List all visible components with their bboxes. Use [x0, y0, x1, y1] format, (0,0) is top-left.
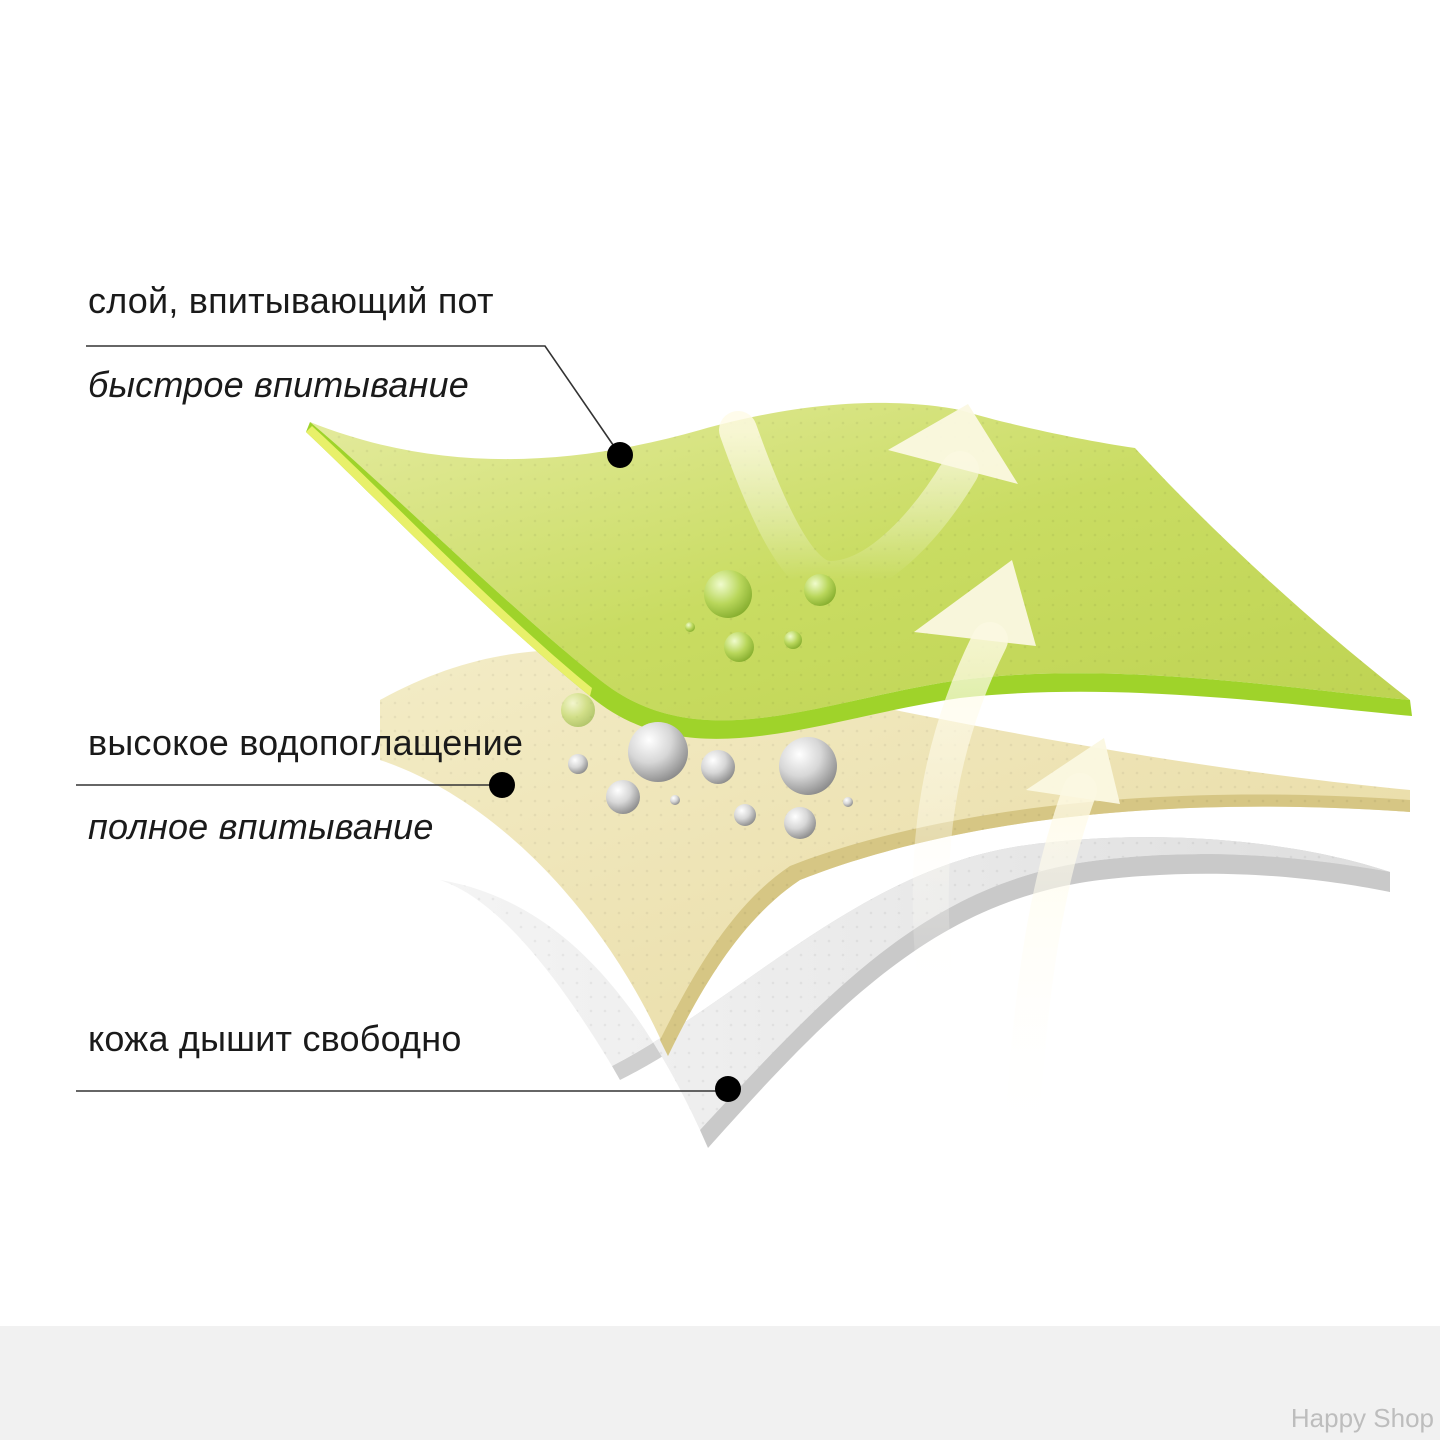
- breathable-layer-sheet: [440, 837, 1390, 1148]
- droplet-icon: [734, 804, 756, 826]
- droplet-icon: [670, 795, 680, 805]
- droplet-icon: [779, 737, 837, 795]
- layer-2-subtitle: полное впитывание: [88, 806, 434, 847]
- droplet-icon: [843, 797, 853, 807]
- droplet-icon: [724, 632, 754, 662]
- droplet-icon: [784, 807, 816, 839]
- watermark: Happy Shop: [1290, 1403, 1434, 1433]
- arrow-up-icon: [1003, 738, 1120, 1167]
- leader-dot-bottom: [715, 1076, 741, 1102]
- leader-line-top: [86, 345, 621, 456]
- droplet-icon: [804, 574, 836, 606]
- droplet-icon: [704, 570, 752, 618]
- leader-lines: [76, 345, 741, 1102]
- layer-3-title: кожа дышит свободно: [88, 1018, 462, 1059]
- droplet-icon: [606, 780, 640, 814]
- layer-1-subtitle: быстрое впитывание: [88, 364, 469, 405]
- droplet-icon: [701, 750, 735, 784]
- leader-dot-middle: [489, 772, 515, 798]
- droplet-icon: [784, 631, 802, 649]
- leader-dot-top: [607, 442, 633, 468]
- layer-2-title: высокое водопоглащение: [88, 722, 524, 763]
- droplet-icon: [561, 693, 595, 727]
- footer-band: Happy Shop: [0, 1326, 1440, 1440]
- droplet-icon: [685, 622, 695, 632]
- water-droplets: [561, 570, 853, 839]
- droplet-icon: [628, 722, 688, 782]
- airflow-arrows: [719, 404, 1120, 1167]
- arrow-up-icon: [912, 560, 1036, 1038]
- droplet-icon: [568, 754, 588, 774]
- layer-1-title: слой, впитывающий пот: [88, 280, 494, 321]
